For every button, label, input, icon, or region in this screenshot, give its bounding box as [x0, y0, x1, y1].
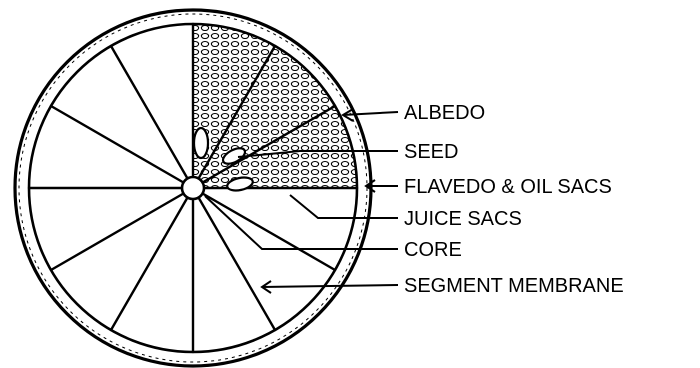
core-circle	[182, 177, 204, 199]
seed-1	[194, 128, 208, 158]
label-albedo: ALBEDO	[404, 102, 485, 124]
label-core: CORE	[404, 239, 462, 261]
label-flavedo: FLAVEDO & OIL SACS	[404, 176, 612, 198]
label-seed: SEED	[404, 141, 458, 163]
label-juice-sacs: JUICE SACS	[404, 208, 522, 230]
label-segment-membrane: SEGMENT MEMBRANE	[404, 275, 624, 297]
